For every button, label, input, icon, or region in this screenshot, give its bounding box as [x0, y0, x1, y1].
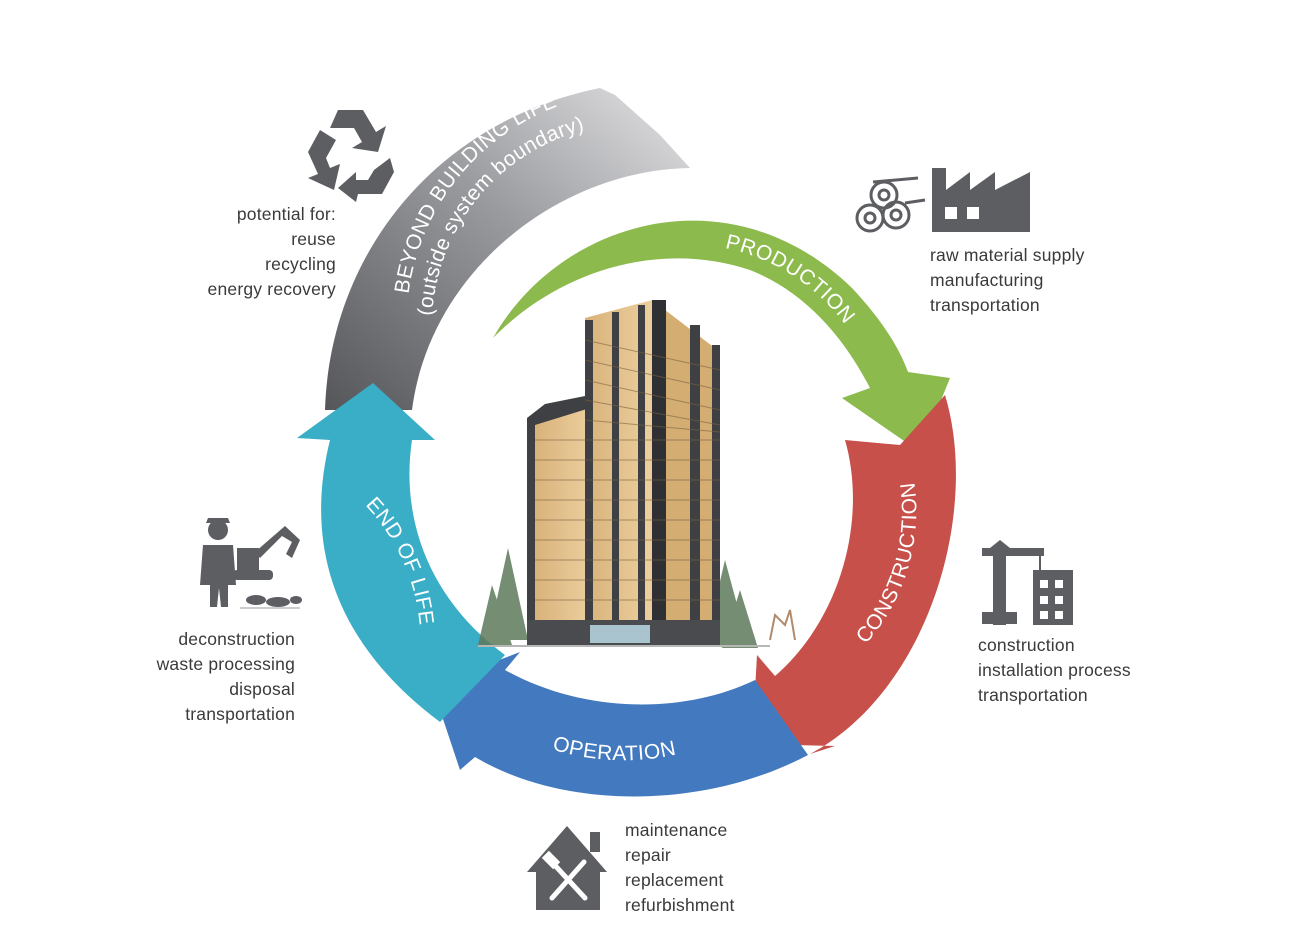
beyond-desc-line: energy recovery: [207, 279, 336, 299]
operation-desc-line: refurbishment: [625, 895, 735, 915]
construction-description: construction installation process transp…: [978, 633, 1198, 708]
operation-arrow: [432, 652, 808, 797]
construction-desc-line: construction: [978, 635, 1075, 655]
construction-arrow: [752, 395, 956, 754]
production-desc-line: raw material supply: [930, 245, 1085, 265]
end-of-life-desc-line: disposal: [229, 679, 295, 699]
end-of-life-description: deconstruction waste processing disposal…: [120, 627, 295, 727]
building-floors: [535, 339, 721, 601]
production-desc-line: manufacturing: [930, 270, 1044, 290]
tree-left: [478, 548, 528, 645]
timber-tower-building: [478, 300, 796, 648]
beyond-building-life-arrow: [325, 88, 690, 410]
end-of-life-desc-line: deconstruction: [178, 629, 295, 649]
recycle-icon: [308, 110, 394, 202]
production-description: raw material supply manufacturing transp…: [930, 243, 1150, 318]
worker-excavator-icon: [200, 518, 302, 609]
beyond-desc-line: recycling: [265, 254, 336, 274]
operation-desc-line: repair: [625, 845, 671, 865]
house-tools-icon: [527, 826, 607, 910]
end-of-life-desc-line: transportation: [185, 704, 295, 724]
end-of-life-arrow: [297, 383, 505, 722]
operation-description: maintenance repair replacement refurbish…: [625, 818, 825, 918]
operation-desc-line: maintenance: [625, 820, 728, 840]
construction-desc-line: installation process: [978, 660, 1131, 680]
production-arrow: [493, 220, 950, 452]
factory-logs-icon: [855, 168, 1030, 233]
construction-desc-line: transportation: [978, 685, 1088, 705]
crane-building-icon: [982, 540, 1073, 625]
beyond-desc-line: potential for:: [236, 204, 336, 224]
beyond-desc-line: reuse: [291, 229, 336, 249]
sculpture: [769, 609, 796, 641]
beyond-description: potential for: reuse recycling energy re…: [160, 202, 336, 302]
production-desc-line: transportation: [930, 295, 1040, 315]
operation-desc-line: replacement: [625, 870, 724, 890]
end-of-life-desc-line: waste processing: [156, 654, 295, 674]
